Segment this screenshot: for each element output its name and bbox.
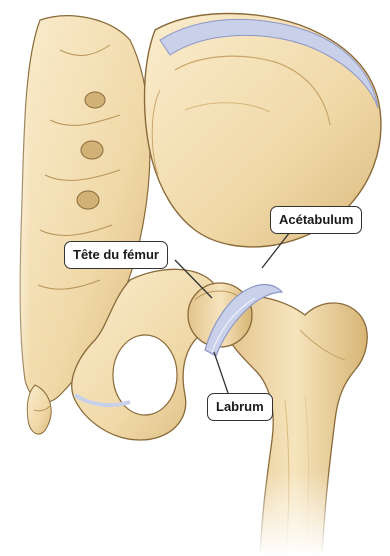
- label-femoral-head: Tête du fémur: [64, 241, 168, 269]
- leader-labrum: [214, 352, 228, 393]
- label-acetabulum: Acétabulum: [270, 206, 362, 234]
- label-labrum: Labrum: [207, 393, 273, 421]
